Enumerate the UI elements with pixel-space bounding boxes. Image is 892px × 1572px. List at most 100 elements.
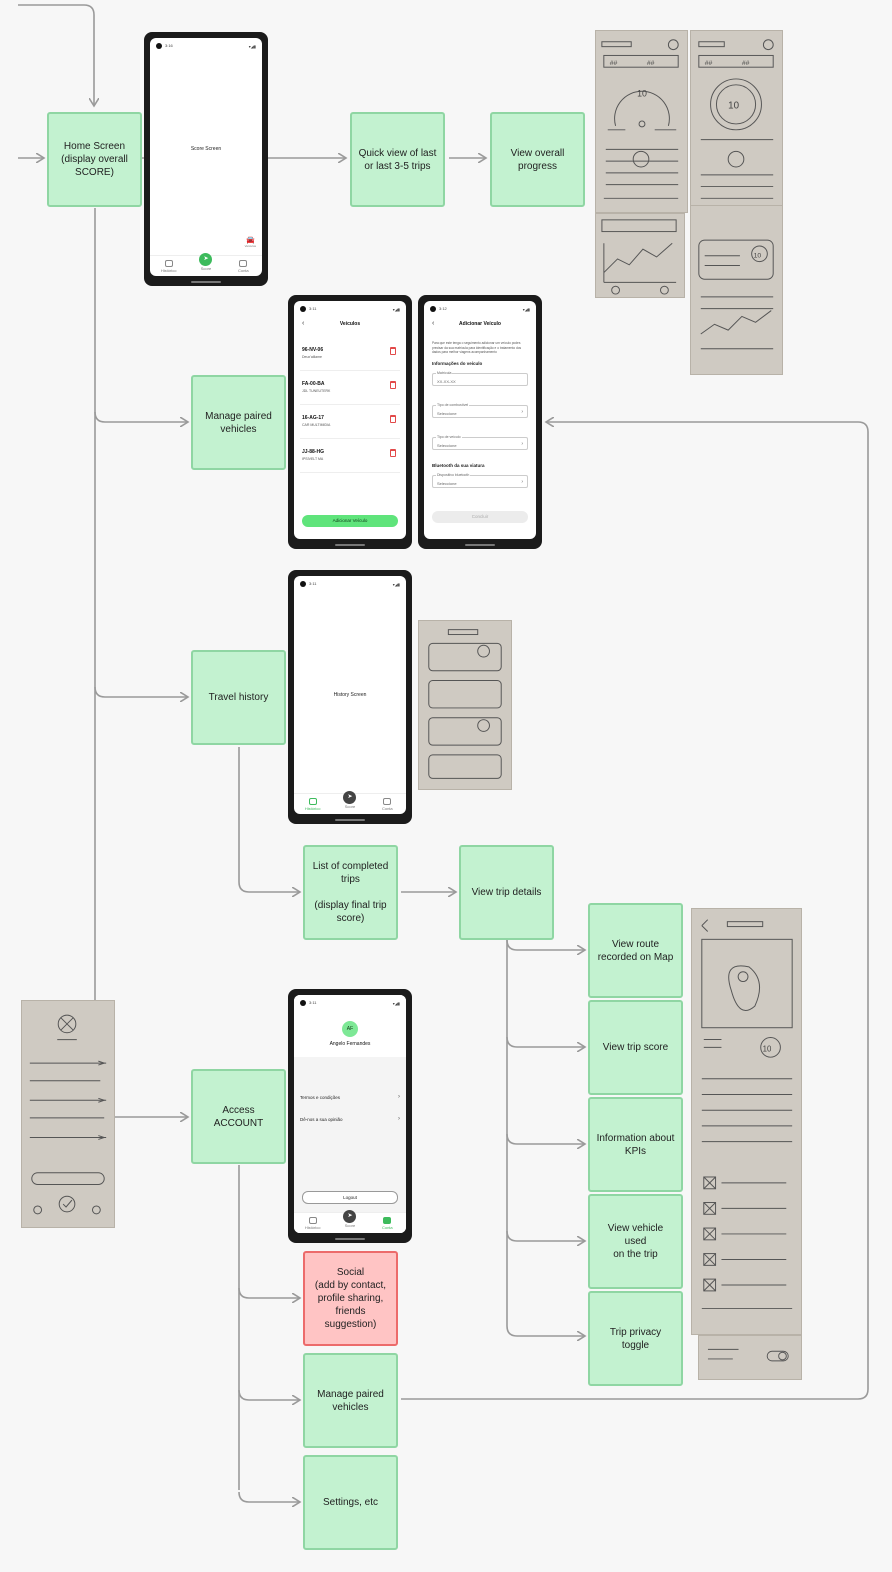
arrow-details-to-kpis [506, 1133, 585, 1144]
sketch-drawing [29, 1014, 107, 1215]
node-view-trip-score: View trip score [588, 1000, 683, 1095]
vehicle-row[interactable]: FA-00-BA JDL TUNEUTERK [300, 371, 400, 405]
camera-icon [156, 43, 162, 49]
nav-score[interactable]: ➤Score [335, 1210, 365, 1228]
home-indicator [335, 1238, 365, 1240]
status-bar: 3:11 ▾◢▮ [300, 999, 400, 1007]
sketch-score-value: 10 [637, 89, 647, 99]
screen-title: Adicionar Veículo [459, 321, 501, 327]
nav-account[interactable]: Conta [372, 797, 402, 811]
nav-account[interactable]: Conta [228, 259, 258, 273]
status-bar: 3:11 ▾◢▮ [300, 580, 400, 588]
phone-screen: 3:11 ▾◢▮ ‹ Veículos 96-NV-06 Deux'aillam… [294, 301, 406, 539]
nav-history[interactable]: Histórico [298, 1216, 328, 1230]
sketch-drawing [428, 629, 502, 779]
back-arrow-icon[interactable]: ‹ [302, 320, 305, 327]
account-icon [239, 259, 248, 267]
node-manage-paired-vehicles-account: Manage paired vehicles [303, 1353, 398, 1448]
node-social: Social (add by contact, profile sharing,… [303, 1251, 398, 1346]
sketch-score-value: 10 [728, 100, 739, 111]
chevron-right-icon: › [398, 1116, 400, 1122]
nav-score[interactable]: ➤Score [335, 791, 365, 809]
arrow-to-manage-vehicles [94, 411, 188, 422]
sketch-drawing: 10 ## ## [698, 39, 774, 199]
trash-icon[interactable] [390, 449, 396, 457]
car-icon: 🚘 [245, 237, 255, 244]
arrow-details-to-privacy [506, 1325, 585, 1336]
intro-text: Para que este tenga o seguimento adicion… [432, 341, 522, 354]
home-indicator [465, 544, 495, 546]
sketch-drawing: 10 #### [601, 39, 679, 199]
phone-screen: 3:16 ▾◢▮ Score Screen 🚘 Veículos Históri… [150, 38, 262, 276]
node-quick-view-trips: Quick view of last or last 3-5 trips [350, 112, 445, 207]
sketch-drawing [601, 219, 677, 295]
score-fab-icon: ➤ [343, 1210, 357, 1223]
vehicle-row[interactable]: 96-NV-06 Deux'aillame [300, 337, 400, 371]
screen-title: Veículos [339, 321, 361, 327]
plate-field[interactable]: Matrícula XX-XX-XX [432, 371, 528, 386]
signal-battery-icon: ▾◢▮ [392, 1000, 400, 1006]
add-vehicle-button[interactable]: Adicionar Veículo [302, 515, 398, 527]
signal-battery-icon: ▾◢▮ [248, 43, 256, 49]
phone-screen: 3:11 ▾◢▮ History Screen Histórico ➤Score… [294, 576, 406, 814]
vehicles-shortcut[interactable]: 🚘 Veículos [244, 237, 256, 248]
trash-icon[interactable] [390, 415, 396, 423]
arrow-history-to-completed [238, 747, 300, 892]
vehicle-row[interactable]: 16-AG-17 CAR MULTIMIDIA [300, 405, 400, 439]
nav-account[interactable]: Conta [372, 1216, 402, 1230]
arrow-details-to-vehicle [506, 1230, 585, 1241]
node-kpi-information: Information about KPIs [588, 1097, 683, 1192]
camera-icon [300, 581, 306, 587]
nav-history[interactable]: Histórico [298, 797, 328, 811]
history-icon [308, 797, 317, 805]
section-vehicle-info: Informações do veículo [432, 361, 483, 366]
node-view-trip-details: View trip details [459, 845, 554, 940]
nav-history[interactable]: Histórico [154, 259, 184, 273]
phone-screen: 3:12 ▾◢▮ ‹ Adicionar Veículo Para que es… [424, 301, 536, 539]
node-view-route-map: View route recorded on Map [588, 903, 683, 998]
back-arrow-icon[interactable]: ‹ [432, 320, 435, 327]
vehicle-row[interactable]: JJ-88-HG IPSIVELT MA [300, 439, 400, 473]
account-name: Angelo Fernandes [329, 1041, 371, 1047]
status-bar: 3:11 ▾◢▮ [300, 305, 400, 313]
svg-text:##: ## [705, 60, 713, 67]
screen-placeholder-label: Score Screen [190, 146, 222, 152]
phone-history-screen: 3:11 ▾◢▮ History Screen Histórico ➤Score… [288, 570, 412, 824]
trash-icon[interactable] [390, 381, 396, 389]
camera-icon [300, 1000, 306, 1006]
sketch-score-screen-b: 10 ## ## [690, 30, 783, 213]
signal-battery-icon: ▾◢▮ [392, 306, 400, 312]
trash-icon[interactable] [390, 347, 396, 355]
home-indicator [191, 281, 221, 283]
account-icon [383, 797, 392, 805]
logout-button[interactable]: Logout [302, 1191, 398, 1204]
signal-battery-icon: ▾◢▮ [392, 581, 400, 587]
node-trip-privacy-toggle: Trip privacy toggle [588, 1291, 683, 1386]
sketch-progress-chart-a [595, 213, 685, 298]
sketch-score-screen-a: 10 #### [595, 30, 688, 213]
menu-item-feedback[interactable]: Dê-nos a sua opinião › [300, 1116, 400, 1122]
chevron-right-icon: › [521, 479, 523, 485]
arrow-account-to-settings [238, 1491, 300, 1502]
vehicle-type-select[interactable]: Tipo de veículo Seleccione › [432, 435, 528, 450]
node-list-completed-trips: List of completed trips (display final t… [303, 845, 398, 940]
camera-icon [430, 306, 436, 312]
bluetooth-device-select[interactable]: Dispositivo bluetooth Seleccione › [432, 473, 528, 488]
fuel-type-select[interactable]: Tipo de combustível Seleccione › [432, 403, 528, 418]
screen-placeholder-label: History Screen [333, 692, 367, 698]
bottom-navigation: Histórico ➤Score Conta [294, 791, 406, 814]
sketch-privacy-toggle [698, 1335, 802, 1380]
avatar: AF [342, 1021, 358, 1037]
confirm-button[interactable]: Concluir [432, 511, 528, 523]
menu-item-terms[interactable]: Termos e condições › [300, 1094, 400, 1100]
arrow-details-to-route [506, 939, 585, 950]
chevron-right-icon: › [521, 409, 523, 415]
sketch-drawing [707, 1348, 789, 1362]
nav-score[interactable]: ➤Score [191, 253, 221, 271]
svg-text:##: ## [742, 60, 750, 67]
phone-add-vehicle: 3:12 ▾◢▮ ‹ Adicionar Veículo Para que es… [418, 295, 542, 549]
arrow-account-to-social [238, 1287, 300, 1298]
bottom-navigation: Histórico ➤Score Conta [294, 1210, 406, 1233]
home-indicator [335, 544, 365, 546]
